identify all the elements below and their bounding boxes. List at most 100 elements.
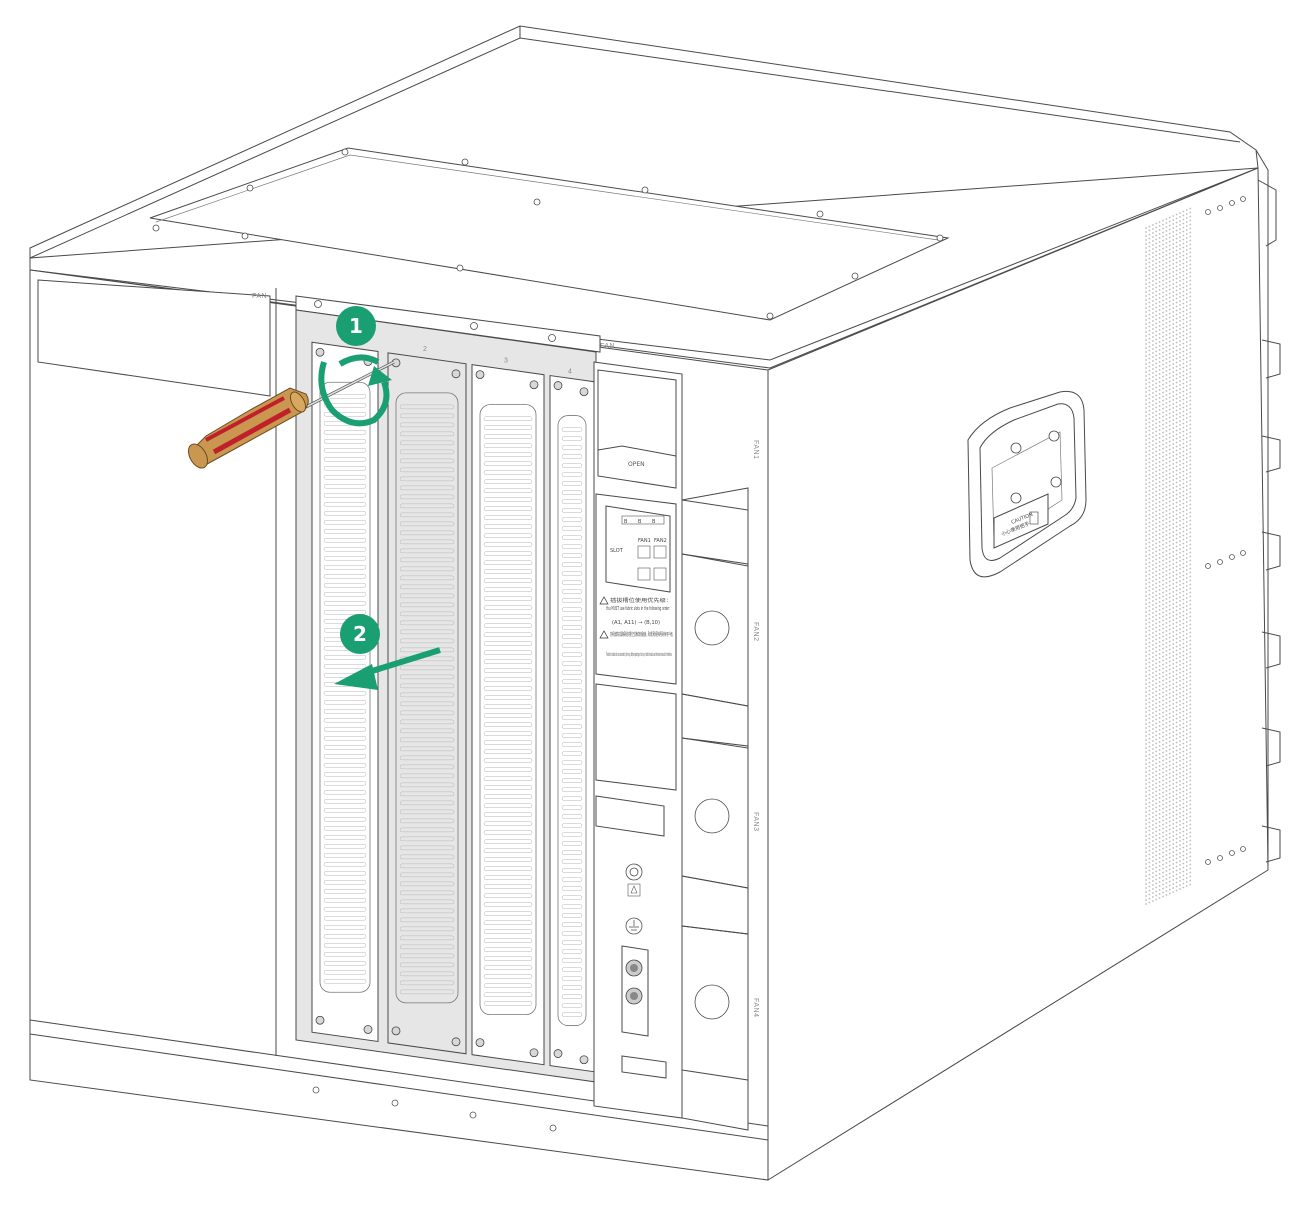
vent-hole: [1189, 491, 1192, 494]
vent-hole: [1151, 496, 1154, 498]
vent-hole: [1145, 783, 1147, 785]
vent-hole: [1182, 670, 1185, 673]
vent-hole: [1172, 379, 1175, 381]
vent-hole: [1148, 665, 1151, 668]
vent-hole: [1175, 873, 1178, 876]
vent-slot: [483, 614, 533, 619]
vent-hole: [1175, 829, 1178, 832]
vent-hole: [1155, 430, 1158, 433]
rotate-arrow-icon: [318, 354, 392, 427]
vent-hole: [1155, 742, 1158, 745]
vent-hole: [1179, 800, 1181, 802]
vent-hole: [1182, 674, 1185, 677]
vent-hole: [1189, 447, 1192, 450]
vent-slot: [483, 938, 533, 943]
vent-hole: [1185, 373, 1188, 375]
vent-hole: [1172, 555, 1175, 557]
vent-hole: [1175, 393, 1178, 396]
vent-hole: [1155, 554, 1158, 557]
vent-hole: [1185, 577, 1188, 579]
vent-hole: [1148, 705, 1151, 708]
vent-hole: [1182, 314, 1185, 317]
vent-hole: [1165, 834, 1168, 836]
vent-hole: [1182, 458, 1185, 461]
vent-hole: [1175, 369, 1178, 372]
vent-hole: [1168, 300, 1171, 303]
vent-slot: [399, 476, 455, 482]
vent-slot: [323, 789, 367, 795]
vent-hole: [1185, 737, 1188, 739]
vent-hole: [1145, 307, 1147, 309]
vent-hole: [1182, 834, 1185, 837]
vent-hole: [1145, 835, 1147, 837]
vent-hole: [1179, 660, 1181, 662]
vent-hole: [1185, 673, 1188, 675]
vent-hole: [1185, 661, 1188, 663]
vent-hole: [1182, 258, 1185, 261]
vent-hole: [1162, 519, 1164, 522]
vent-hole: [1155, 590, 1158, 593]
vent-hole: [1165, 302, 1168, 304]
vent-hole: [1185, 361, 1188, 363]
vent-slot: [323, 771, 367, 777]
vent-hole: [1185, 749, 1188, 751]
vent-hole: [1148, 417, 1151, 420]
vent-hole: [1158, 429, 1161, 431]
vent-hole: [1168, 816, 1171, 819]
vent-hole: [1145, 243, 1147, 245]
vent-hole: [1189, 555, 1192, 558]
vent-hole: [1182, 486, 1185, 489]
vent-slot: [323, 708, 367, 714]
vent-hole: [1172, 227, 1175, 229]
vent-hole: [1185, 521, 1188, 523]
vent-hole: [1155, 390, 1158, 393]
vent-hole: [1168, 400, 1171, 403]
vent-hole: [1168, 224, 1171, 227]
vent-hole: [1175, 749, 1178, 752]
vent-hole: [1145, 519, 1147, 521]
vent-hole: [1189, 215, 1192, 218]
vent-hole: [1189, 827, 1192, 830]
vent-hole: [1175, 701, 1178, 704]
vent-hole: [1182, 586, 1185, 589]
vent-hole: [1151, 228, 1154, 230]
vent-hole: [1151, 292, 1154, 294]
vent-hole: [1151, 584, 1154, 586]
vent-hole: [1189, 799, 1192, 802]
vent-slot: [561, 670, 583, 675]
vent-hole: [1151, 504, 1154, 506]
vent-hole: [1175, 625, 1178, 628]
vent-hole: [1189, 775, 1192, 778]
vent-hole: [1175, 377, 1178, 380]
vent-hole: [1168, 332, 1171, 335]
vent-hole: [1151, 420, 1154, 422]
vent-hole: [1189, 647, 1192, 650]
vent-hole: [1151, 532, 1154, 534]
vent-hole: [1189, 227, 1192, 230]
vent-slot: [561, 634, 583, 639]
vent-hole: [1151, 604, 1154, 606]
vent-hole: [1165, 486, 1168, 488]
vent-hole: [1168, 628, 1171, 631]
vent-hole: [1182, 722, 1185, 725]
vent-slot: [399, 548, 455, 554]
vent-hole: [1179, 808, 1181, 810]
vent-hole: [1145, 271, 1147, 273]
vent-hole: [1148, 493, 1151, 496]
vent-hole: [1148, 273, 1151, 276]
vent-hole: [1185, 845, 1188, 847]
vent-hole: [1179, 760, 1181, 762]
vent-hole: [1148, 589, 1151, 592]
vent-hole: [1175, 865, 1178, 868]
vent-hole: [1185, 821, 1188, 823]
vent-hole: [1158, 889, 1161, 891]
vent-hole: [1189, 335, 1192, 338]
vent-hole: [1155, 822, 1158, 825]
fan-tray-panel: OPEN B B B SLOT FAN1 FAN2 插拔槽位使用优先级： You…: [593, 361, 683, 1119]
vent-hole: [1175, 465, 1178, 468]
vent-hole: [1179, 400, 1181, 402]
vent-hole: [1151, 376, 1154, 378]
vent-hole: [1162, 343, 1164, 346]
vent-hole: [1162, 423, 1164, 426]
vent-hole: [1189, 679, 1192, 682]
